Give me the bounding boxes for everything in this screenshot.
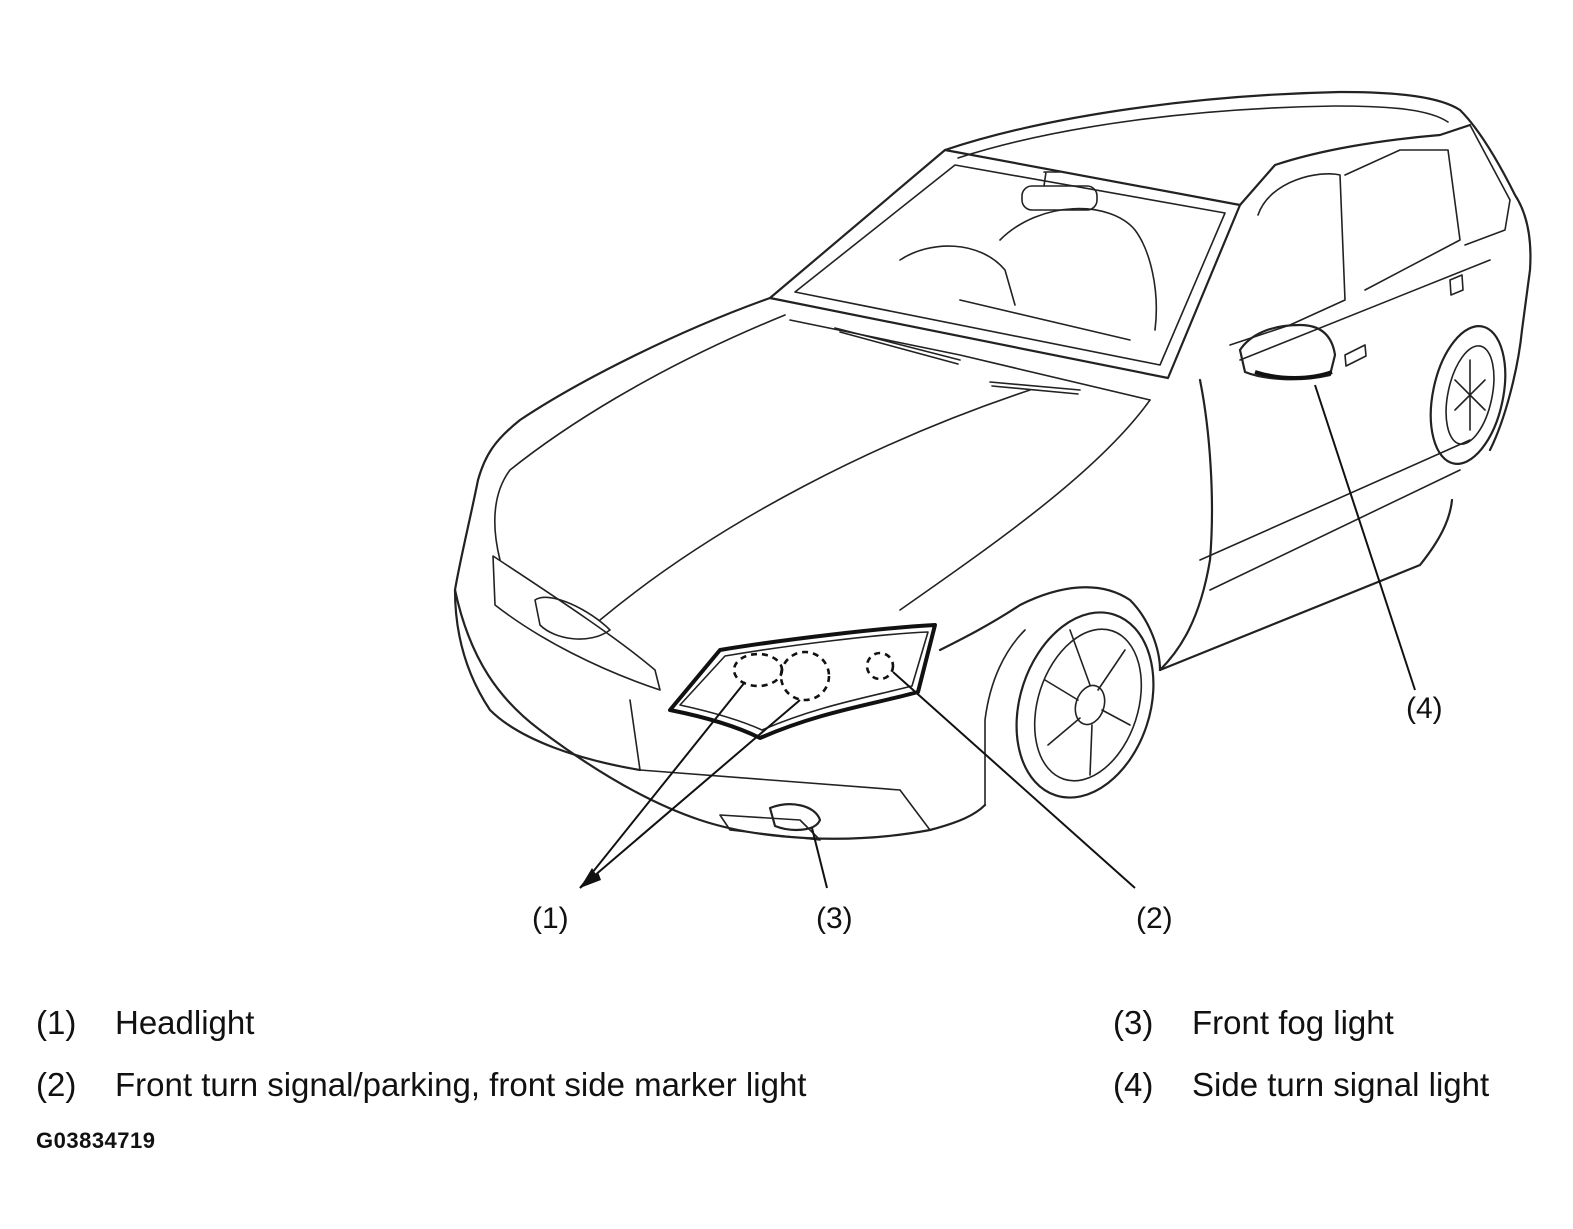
legend-text-2: Front turn signal/parking, front side ma… xyxy=(115,1066,807,1103)
callout-1: (1) xyxy=(532,902,569,935)
callout-4: (4) xyxy=(1406,692,1443,725)
front-fog-light xyxy=(768,803,822,832)
legend-text-1: Headlight xyxy=(115,1004,255,1041)
figure-id: G03834719 xyxy=(36,1128,156,1153)
headlight-assembly xyxy=(668,623,937,740)
legend-text-4: Side turn signal light xyxy=(1192,1066,1490,1103)
side-mirror xyxy=(1238,323,1337,381)
legend-num-4: (4) xyxy=(1113,1066,1154,1103)
legend-num-1: (1) xyxy=(36,1004,77,1041)
legend-text-3: Front fog light xyxy=(1192,1004,1394,1041)
callout-3: (3) xyxy=(816,902,853,935)
leader-lines xyxy=(579,384,1416,889)
headlight-high-beam xyxy=(779,650,831,702)
callout-2: (2) xyxy=(1136,902,1173,935)
legend-num-3: (3) xyxy=(1113,1004,1154,1041)
legend-num-2: (2) xyxy=(36,1066,77,1103)
turn-signal-parking-light xyxy=(865,651,895,681)
headlight-low-beam xyxy=(732,652,784,688)
car-body-outline xyxy=(453,90,1532,841)
